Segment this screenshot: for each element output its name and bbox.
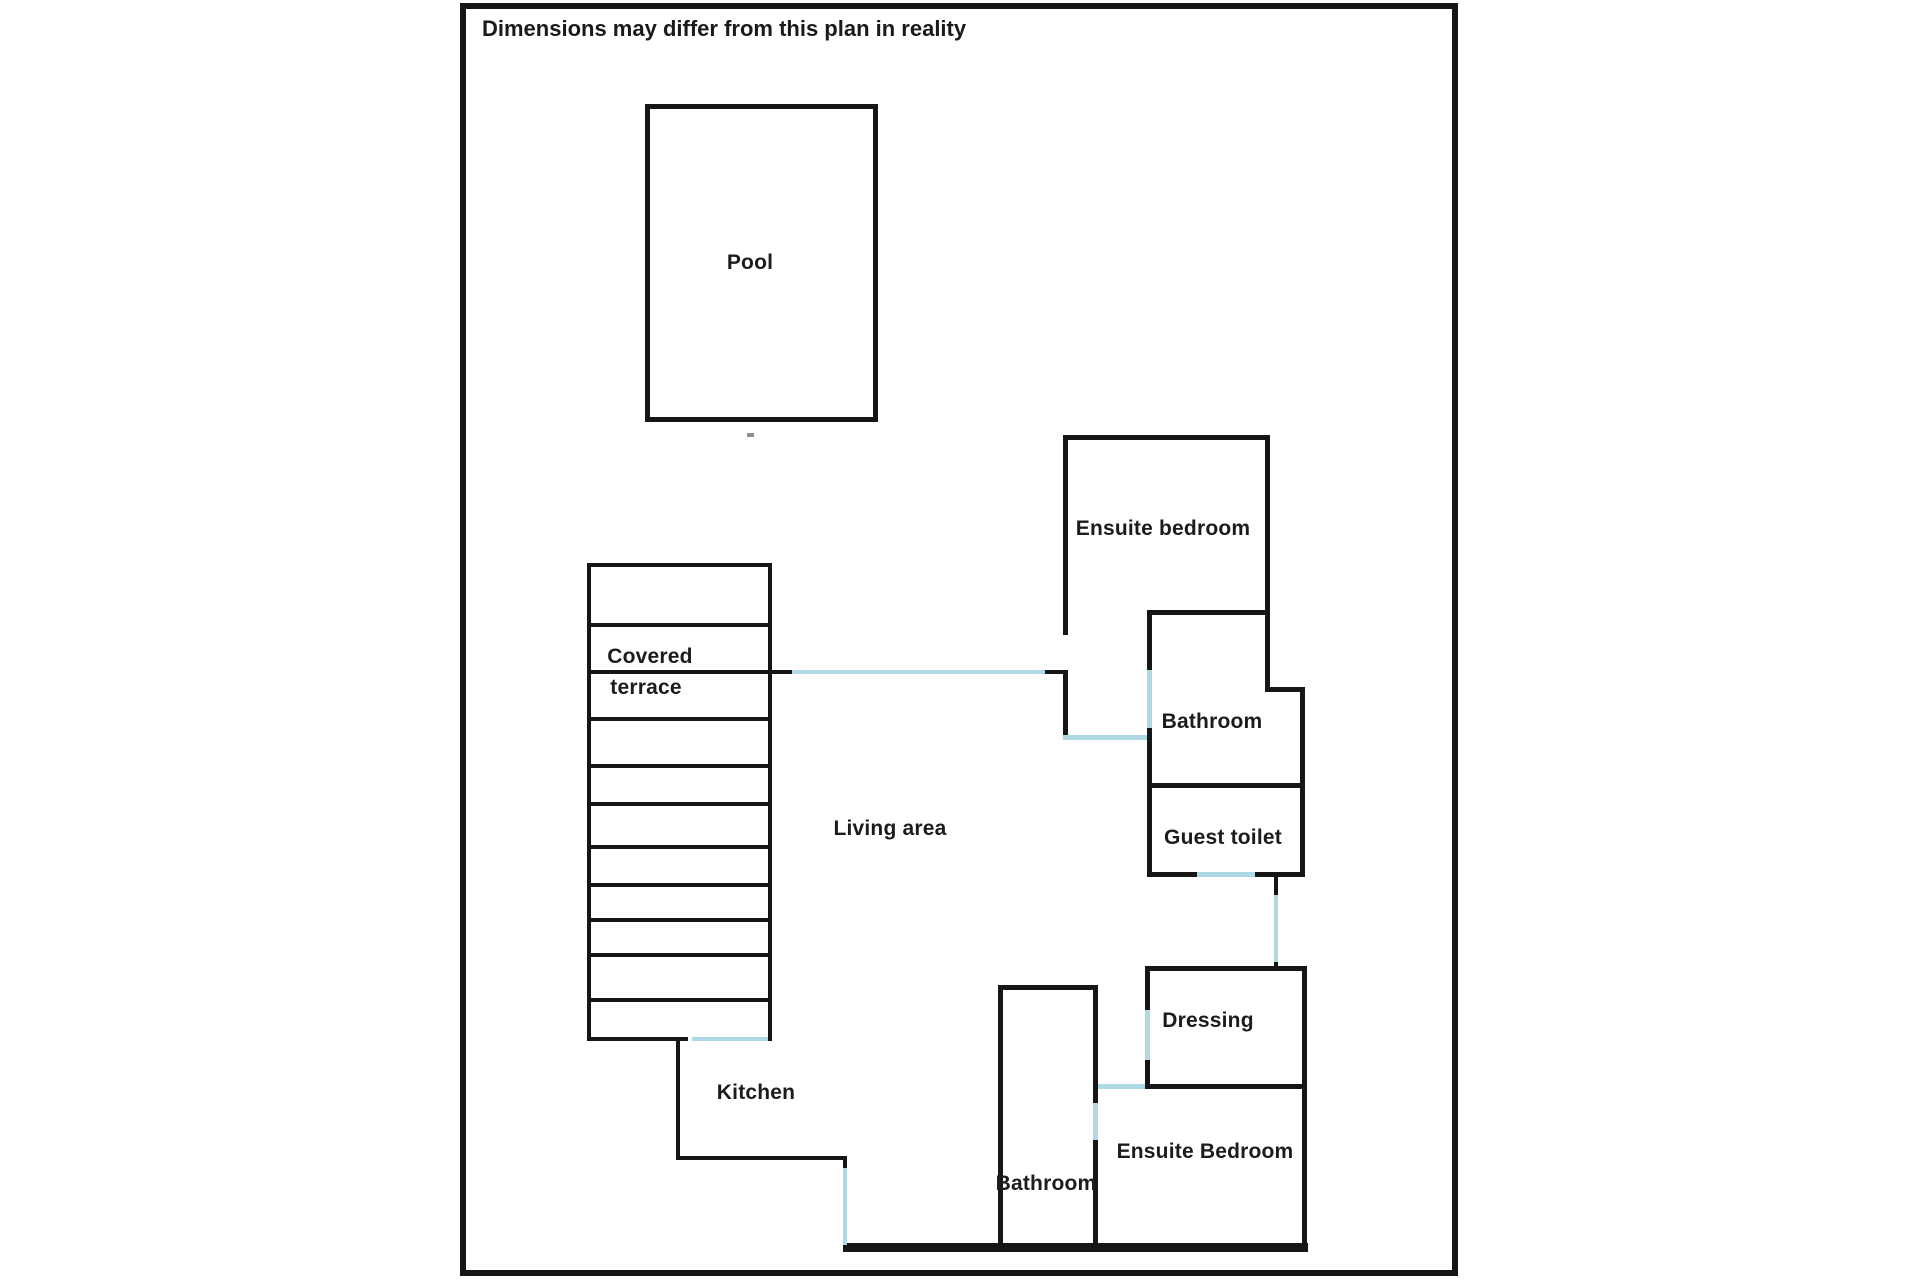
wall-segment: [843, 1156, 847, 1170]
room-label-pool: Pool: [726, 251, 774, 274]
wall-segment: [1063, 670, 1068, 740]
wall-segment: [843, 1243, 1308, 1252]
wall-segment: [1147, 783, 1305, 788]
wall-segment: [1145, 966, 1307, 971]
wall-segment: [1045, 670, 1063, 674]
wall-segment: [1265, 687, 1305, 692]
wall-segment: [998, 985, 1098, 990]
wall-segment: [1063, 435, 1068, 635]
wall-segment: [768, 563, 772, 1041]
room-label-covered: Covered: [607, 645, 693, 668]
wall-segment: [1145, 1060, 1150, 1089]
door-opening: [1063, 735, 1147, 740]
wall-segment: [587, 563, 591, 1041]
wall-segment: [1145, 966, 1150, 1010]
room-label-living-area: Living area: [833, 817, 947, 840]
room-label-bathroom-bottom: Bathroom: [995, 1172, 1097, 1195]
wall-segment: [645, 104, 878, 109]
wall-segment: [873, 104, 878, 422]
door-opening: [792, 670, 1045, 674]
wall-segment: [768, 670, 792, 674]
wall-segment: [1265, 435, 1270, 692]
door-opening: [1274, 895, 1278, 962]
door-opening: [843, 1168, 847, 1245]
wall-segment: [591, 670, 768, 674]
wall-segment: [591, 623, 768, 627]
door-opening: [1197, 872, 1255, 877]
wall-segment: [1093, 985, 1098, 1103]
wall-segment: [591, 998, 768, 1002]
door-opening: [1098, 1084, 1145, 1089]
wall-segment: [1063, 435, 1270, 440]
door-opening: [1147, 670, 1152, 728]
wall-segment: [998, 985, 1003, 1251]
wall-segment: [1274, 874, 1278, 895]
wall-segment: [587, 1037, 688, 1041]
wall-segment: [1145, 1084, 1307, 1089]
wall-segment: [676, 1156, 847, 1160]
wall-segment: [1300, 687, 1305, 877]
wall-segment: [591, 845, 768, 849]
wall-segment: [460, 1270, 1458, 1276]
wall-segment: [1452, 3, 1458, 1276]
wall-segment: [591, 918, 768, 922]
room-label-terrace: terrace: [610, 676, 682, 699]
wall-segment: [676, 1037, 680, 1160]
room-label-ensuite-bedroom-top: Ensuite bedroom: [1075, 517, 1251, 540]
wall-segment: [587, 563, 772, 567]
door-opening: [1093, 1103, 1098, 1140]
door-opening: [692, 1037, 768, 1041]
wall-segment: [591, 953, 768, 957]
wall-segment: [1147, 610, 1270, 615]
wall-segment: [591, 883, 768, 887]
door-opening: [1145, 1010, 1150, 1060]
wall-segment: [591, 764, 768, 768]
wall-segment: [460, 3, 1458, 9]
wall-segment: [591, 717, 768, 721]
room-label-bathroom-top: Bathroom: [1161, 710, 1263, 733]
wall-segment: [1147, 728, 1152, 877]
room-label-kitchen: Kitchen: [716, 1081, 796, 1104]
wall-segment: [1302, 966, 1307, 1251]
room-label-ensuite-bedroom-bottom: Ensuite Bedroom: [1116, 1140, 1294, 1163]
wall-segment: [460, 3, 466, 1276]
wall-segment: [1093, 1140, 1098, 1251]
wall-segment: [1255, 872, 1305, 877]
plan-disclaimer-text: Dimensions may differ from this plan in …: [482, 16, 967, 41]
wall-segment: [591, 802, 768, 806]
room-label-guest-toilet: Guest toilet: [1164, 826, 1282, 849]
room-label-dressing: Dressing: [1162, 1009, 1254, 1032]
wall-segment: [645, 417, 878, 422]
wall-segment: [1147, 872, 1197, 877]
wall-segment: [645, 104, 650, 422]
wall-segment: [1147, 610, 1152, 670]
pool-dot: [747, 433, 754, 437]
